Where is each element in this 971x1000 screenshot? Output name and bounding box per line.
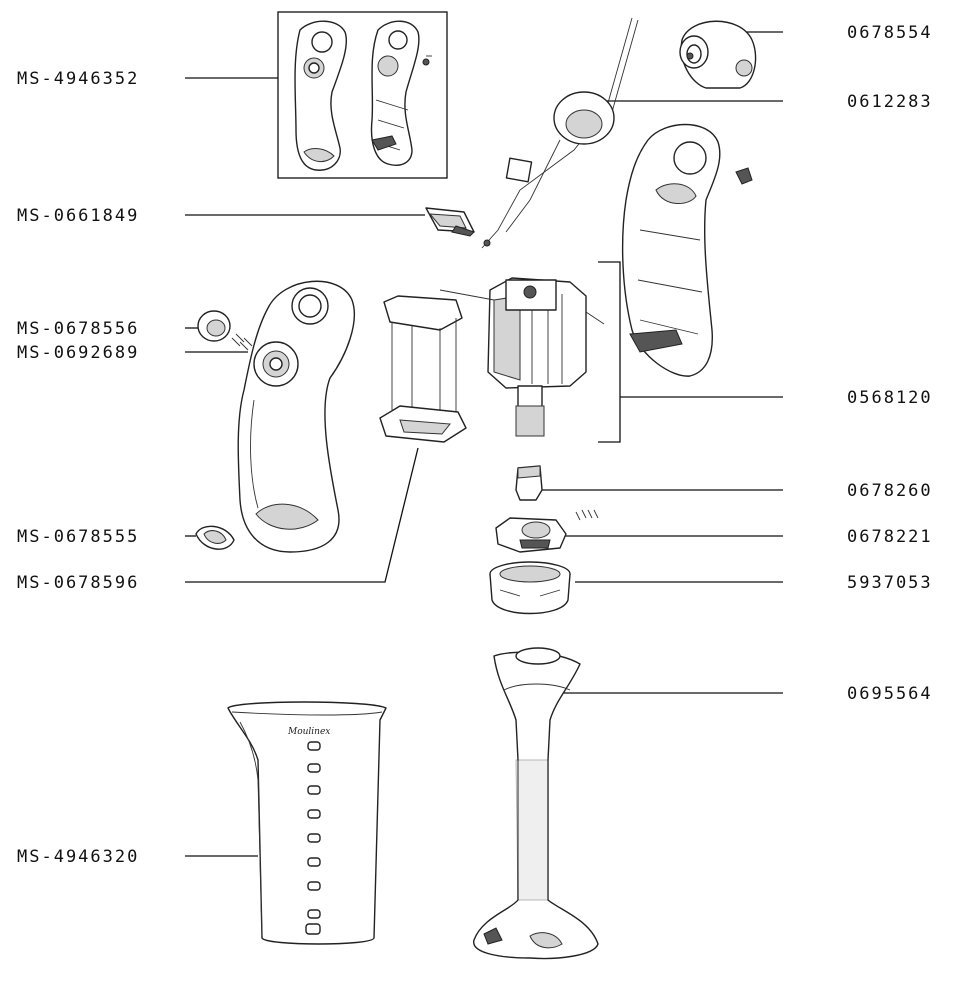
label-0678554: 0678554 [847,23,933,43]
part-gear-plate [495,509,599,553]
label-ms-4946320: MS-4946320 [17,847,139,867]
part-rear-housing [621,123,753,377]
label-0678221: 0678221 [847,527,933,547]
label-ms-0661849: MS-0661849 [17,206,139,226]
part-measuring-beaker: Moulinex [227,701,387,945]
part-small-clip [425,207,475,237]
label-ms-0678556: MS-0678556 [17,319,139,339]
leader-lines [185,31,783,857]
right-labels: 0678554 0612283 0568120 0678260 0678221 … [847,23,933,704]
leader-0568120 [598,261,783,443]
part-switch-cable [481,17,639,249]
part-motor-bracket [379,295,467,443]
label-ms-0692689: MS-0692689 [17,343,139,363]
left-labels: MS-4946352 MS-0661849 MS-0678556 MS-0692… [17,69,139,867]
label-ms-4946352: MS-4946352 [17,69,139,89]
beaker-brand: Moulinex [287,727,330,737]
part-bottom-cover [489,561,571,615]
part-motor [439,277,605,437]
part-coupling [515,465,543,501]
label-0695564: 0695564 [847,684,933,704]
label-ms-0678555: MS-0678555 [17,527,139,547]
label-0568120: 0568120 [847,388,933,408]
leader-ms-0678596 [185,447,419,583]
part-housing-set-box [277,11,448,179]
label-ms-0678596: MS-0678596 [17,573,139,593]
label-5937053: 5937053 [847,573,933,593]
part-switch-knob [679,20,757,89]
part-front-handle [195,280,356,553]
part-blender-foot [473,647,599,960]
label-0678260: 0678260 [847,481,933,501]
label-0612283: 0612283 [847,92,933,112]
